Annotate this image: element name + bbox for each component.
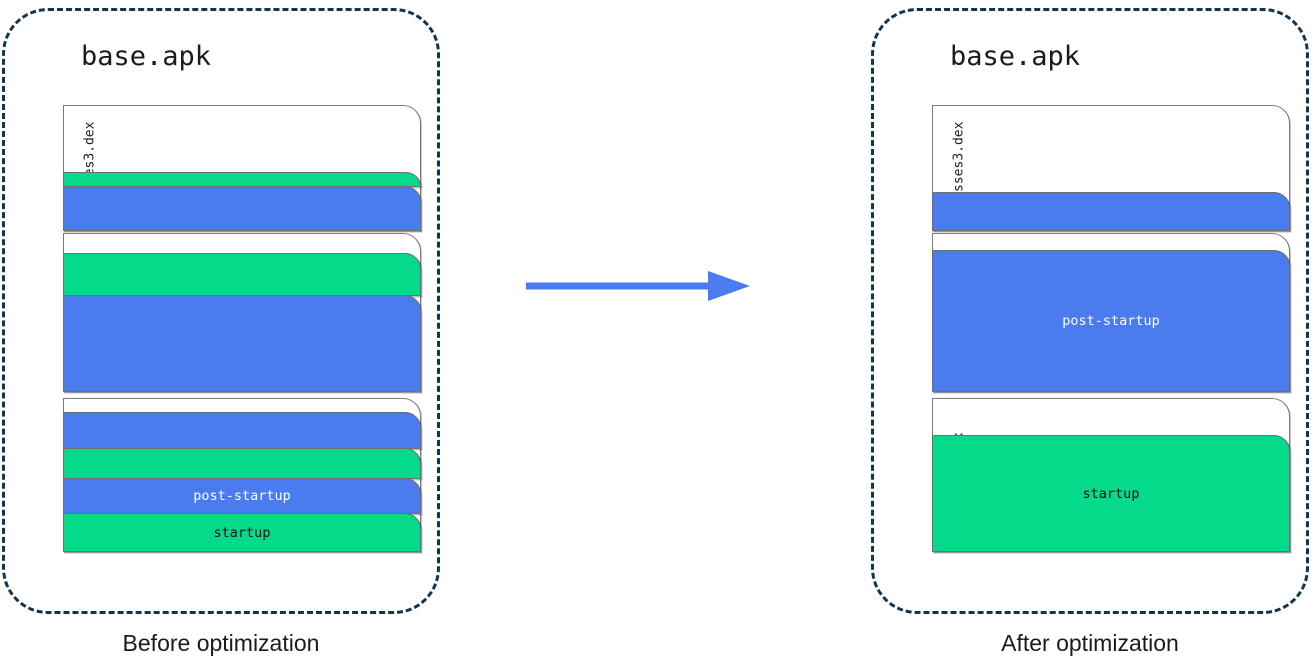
dex-block-classes3-after: classes3.dex [932, 105, 1290, 231]
dex-block-classes2-after: classes2.dex post-startup [932, 233, 1290, 392]
transformation-arrow [520, 262, 760, 310]
arrow-icon [526, 271, 750, 301]
segment-startup [63, 253, 421, 296]
segment-startup [63, 172, 421, 187]
segment-post-startup [63, 186, 421, 231]
segment-label: startup [213, 524, 271, 541]
segment-label: post-startup [1062, 313, 1160, 329]
segment-startup [63, 448, 421, 479]
caption-after: After optimization [1001, 630, 1179, 656]
dex-block-classes2-before: classes2.dex [63, 233, 421, 392]
segment-startup-labeled: startup [932, 435, 1290, 552]
apk-title-after: base.apk [950, 41, 1081, 72]
dex-block-classes-before: classes.dex post-startup startup [63, 398, 421, 552]
segment-post-startup [63, 412, 421, 449]
segment-post-startup [63, 295, 421, 392]
dex-block-classes3-before: classes3.dex [63, 105, 421, 231]
dex-block-classes-after: classes.dex startup [932, 398, 1290, 552]
segment-post-startup-labeled: post-startup [63, 478, 421, 514]
segment-label: startup [1082, 485, 1140, 502]
segment-startup-labeled: startup [63, 513, 421, 552]
segment-post-startup [932, 192, 1290, 231]
caption-before: Before optimization [122, 630, 320, 656]
segment-post-startup-labeled: post-startup [932, 250, 1290, 392]
segment-label: post-startup [193, 488, 291, 504]
apk-title-before: base.apk [81, 41, 212, 72]
